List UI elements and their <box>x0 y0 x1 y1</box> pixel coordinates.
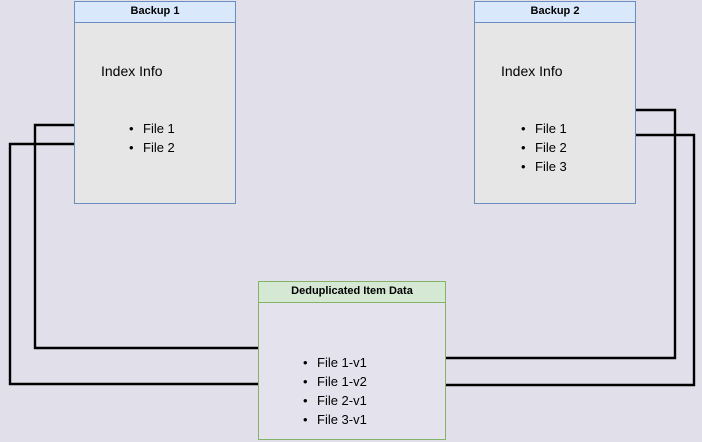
list-item: File 3 <box>521 157 567 176</box>
list-item: File 1 <box>521 119 567 138</box>
backup-1-file-list: File 1 File 2 <box>129 119 175 157</box>
backup-2-index-info-label: Index Info <box>501 63 563 79</box>
node-deduplicated-item-data[interactable]: Deduplicated Item Data File 1-v1 File 1-… <box>258 281 446 440</box>
backup-1-index-info-label: Index Info <box>101 63 163 79</box>
backup-2-file-list: File 1 File 2 File 3 <box>521 119 567 176</box>
list-item: File 1 <box>129 119 175 138</box>
list-item: File 3-v1 <box>303 410 367 429</box>
list-item: File 2-v1 <box>303 391 367 410</box>
list-item: File 1-v1 <box>303 353 367 372</box>
node-backup-2-title: Backup 2 <box>475 2 635 23</box>
list-item: File 2 <box>129 138 175 157</box>
node-backup-1-title: Backup 1 <box>75 2 235 23</box>
node-backup-1[interactable]: Backup 1 Index Info File 1 File 2 <box>74 1 236 204</box>
node-backup-2[interactable]: Backup 2 Index Info File 1 File 2 File 3 <box>474 1 636 204</box>
dedup-item-list: File 1-v1 File 1-v2 File 2-v1 File 3-v1 <box>303 353 367 429</box>
list-item: File 2 <box>521 138 567 157</box>
node-dedup-title: Deduplicated Item Data <box>259 282 445 303</box>
list-item: File 1-v2 <box>303 372 367 391</box>
